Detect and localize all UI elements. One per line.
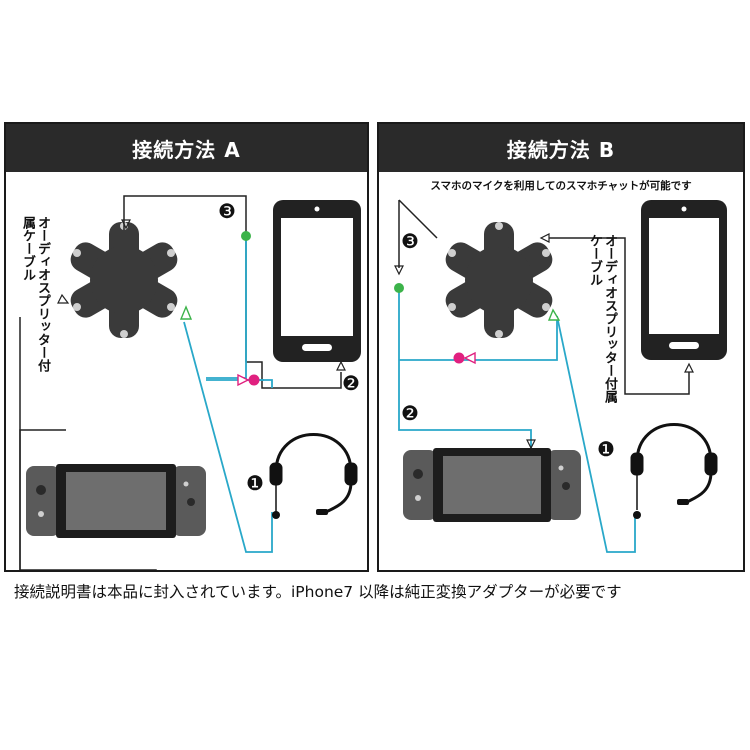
green-connector xyxy=(394,283,404,293)
step-2-label: ❷ xyxy=(342,371,360,395)
game-console-icon xyxy=(26,464,206,538)
step-1-label: ❶ xyxy=(246,471,264,495)
smartphone-icon xyxy=(641,200,727,360)
panel-connection-a: 接続方法 A xyxy=(4,122,369,572)
step-1-label: ❶ xyxy=(597,437,615,461)
line-headset-b xyxy=(556,315,636,553)
game-console-icon xyxy=(403,448,581,522)
magenta-connector xyxy=(248,374,260,386)
panel-connection-b: 接続方法 B スマホのマイクを利用してのスマホチャットが可能です xyxy=(377,122,745,572)
panel-a-title: 接続方法 A xyxy=(6,124,367,172)
diagram-a: ❸ ❷ ❶ xyxy=(19,195,361,570)
magenta-connector xyxy=(453,352,465,364)
panel-b-subtitle: スマホのマイクを利用してのスマホチャットが可能です xyxy=(430,180,692,192)
step-2-label: ❷ xyxy=(401,401,419,425)
headset-icon xyxy=(269,433,358,515)
panel-b-title: 接続方法 B xyxy=(379,124,743,172)
cable-label-a: オーディオスプリッター付属ケーブル xyxy=(20,216,50,372)
diagram-b: ❸ ❷ ❶ xyxy=(394,199,727,553)
line-splitter-to-switch-b xyxy=(398,292,532,448)
splitter-icon xyxy=(70,222,178,338)
splitter-icon xyxy=(445,222,553,338)
headset-icon xyxy=(630,423,718,510)
step-3-label: ❸ xyxy=(401,229,419,253)
cable-label-b: オーディオスプリッター付属ケーブル xyxy=(587,234,617,403)
magenta-plug xyxy=(237,373,250,387)
line-splitter-to-switch xyxy=(19,317,157,570)
step-3-label: ❸ xyxy=(218,199,236,223)
line-headset-a xyxy=(183,321,273,553)
footer-note: 接続説明書は本品に封入されています。iPhone7 以降は純正変換アダプターが必… xyxy=(14,583,622,601)
magenta-plug xyxy=(463,351,476,365)
smartphone-icon xyxy=(273,200,361,362)
green-connector xyxy=(241,231,251,241)
